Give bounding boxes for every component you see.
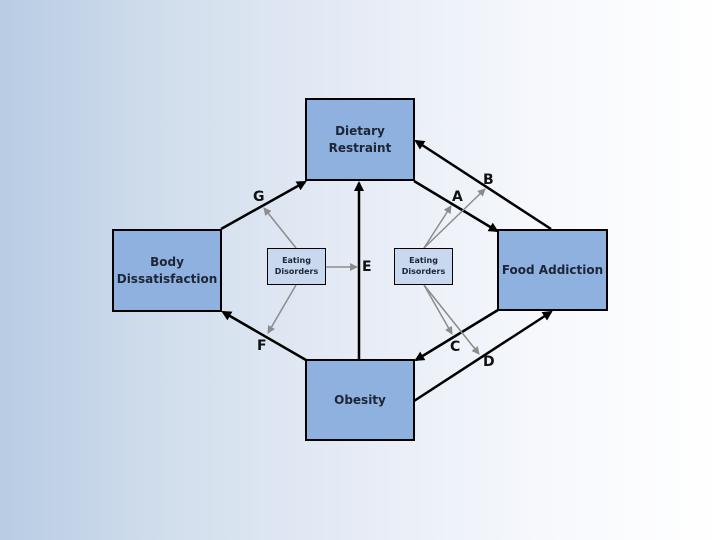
arrow-food-to-dietary-b	[414, 139, 552, 231]
path-label-e: E	[362, 259, 372, 275]
node-eating-disorders-right: Eating Disorders	[394, 248, 453, 285]
node-obesity: Obesity	[305, 359, 415, 441]
node-label: Food Addiction	[501, 262, 604, 277]
mod-arrow-c	[423, 284, 453, 335]
path-label-g: G	[253, 189, 265, 205]
node-label: Dietary Restraint	[328, 124, 392, 155]
mod-arrow-g	[263, 207, 297, 249]
mod-arrow-b	[423, 188, 486, 249]
node-food-addiction: Food Addiction	[497, 229, 608, 311]
path-label-c: C	[450, 339, 461, 355]
arrow-dietary-to-food-a	[413, 179, 499, 233]
path-label-d: D	[483, 354, 495, 370]
mod-arrow-a	[423, 205, 452, 249]
mod-arrow-d	[423, 284, 480, 355]
path-label-f: F	[257, 338, 267, 354]
arrow-obesity-to-food-d	[413, 310, 553, 403]
node-dietary-restraint: Dietary Restraint	[305, 98, 415, 181]
arrow-obesity-to-body	[221, 310, 307, 362]
node-eating-disorders-left: Eating Disorders	[267, 248, 326, 285]
mod-arrow-f	[267, 284, 297, 334]
arrow-food-to-obesity-c	[414, 308, 499, 362]
node-body-dissatisfaction: Body Dissatisfaction	[112, 229, 222, 312]
path-label-b: B	[483, 172, 494, 188]
node-label: Eating Disorders	[401, 256, 446, 276]
node-label: Eating Disorders	[274, 256, 319, 276]
arrow-body-to-dietary	[220, 180, 307, 231]
node-label: Obesity	[334, 392, 386, 407]
path-label-a: A	[452, 189, 463, 205]
node-label: Body Dissatisfaction	[116, 255, 218, 286]
